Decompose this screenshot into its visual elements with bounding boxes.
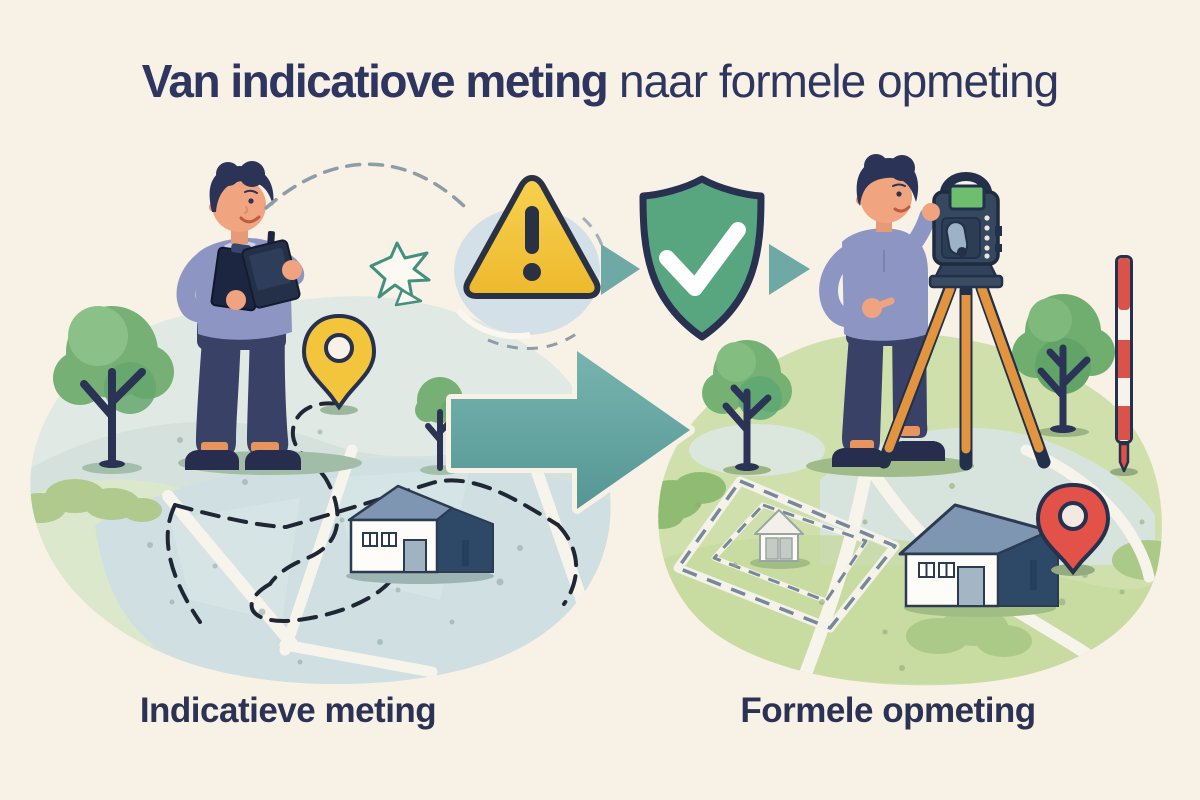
page-title: Van indicatiove meting naar formele opme…	[0, 54, 1200, 108]
title-emphasis: Van indicatiove meting	[141, 55, 609, 107]
tree-right-far	[1012, 294, 1115, 437]
map-pin-yellow-icon	[301, 313, 377, 415]
house-left-door	[403, 539, 427, 573]
surveyor-with-clipboard	[176, 161, 362, 475]
big-arrow-right-icon	[446, 346, 695, 514]
tripod	[877, 281, 1051, 471]
flow-middle	[264, 162, 810, 351]
tree-right-mid	[702, 340, 792, 475]
warning-triangle-icon	[463, 175, 601, 299]
shield-check-icon	[639, 175, 765, 341]
house-right	[898, 503, 1059, 617]
caption-indicative: Indicatieve meting	[139, 691, 437, 730]
dashed-arc	[264, 162, 466, 210]
title-rest: naar formele opmeting	[618, 55, 1059, 107]
station-screen	[948, 184, 986, 211]
caption-formal: Formele opmeting	[740, 691, 1036, 730]
house-right-door	[957, 566, 985, 607]
parcel-boundary-diamond	[673, 476, 900, 633]
total-station	[877, 172, 1051, 471]
house-left-windows	[362, 532, 397, 547]
station-buttons	[984, 215, 990, 259]
shed	[750, 509, 810, 569]
bushes-right	[658, 472, 1162, 657]
paper-sketch-icon	[369, 241, 431, 307]
house-right-windows	[918, 562, 955, 578]
map-pin-red-icon	[1035, 482, 1111, 576]
range-pole	[1110, 255, 1138, 476]
house-left	[346, 484, 494, 584]
left-scene	[30, 161, 611, 685]
small-arrow-right-icon	[601, 244, 640, 295]
right-scene	[658, 154, 1162, 686]
tree-left-large	[53, 306, 174, 474]
left-terrain-details	[30, 401, 611, 685]
right-arm	[899, 207, 937, 259]
small-arrow-right-icon-2	[769, 244, 810, 295]
bush-left	[30, 479, 162, 523]
